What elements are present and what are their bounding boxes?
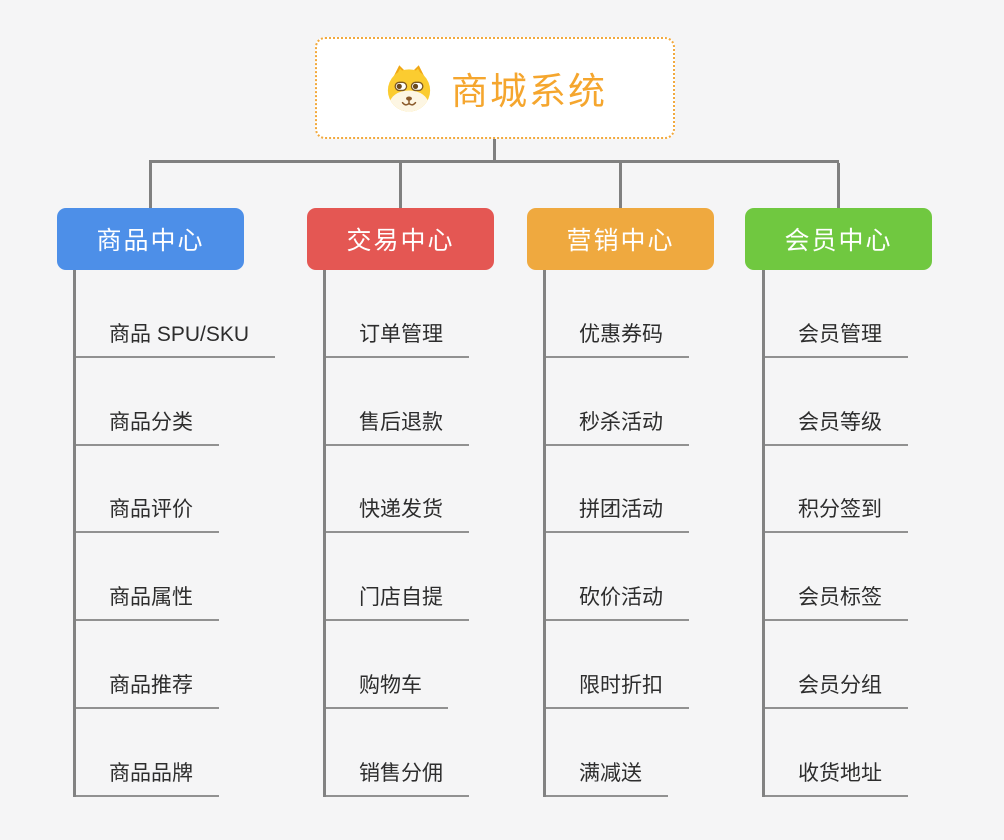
connector-drop-marketing xyxy=(619,163,622,208)
node-member-tag[interactable]: 会员标签 xyxy=(765,533,908,622)
branch-header-product-center[interactable]: 商品中心 xyxy=(57,208,244,270)
root-title: 商城系统 xyxy=(451,71,607,112)
node-product-review[interactable]: 商品评价 xyxy=(76,446,219,534)
connector-drop-trade xyxy=(399,163,402,208)
root-node-mall-system[interactable]: 商城系统 xyxy=(315,37,675,139)
branch-column-trade: 订单管理 售后退款 快递发货 门店自提 购物车 销售分佣 xyxy=(323,270,469,797)
node-member-group[interactable]: 会员分组 xyxy=(765,621,908,710)
node-group-buy[interactable]: 拼团活动 xyxy=(546,446,689,534)
node-sales-commission[interactable]: 销售分佣 xyxy=(326,709,469,797)
node-aftersale-refund[interactable]: 售后退款 xyxy=(326,358,469,446)
node-member-level[interactable]: 会员等级 xyxy=(765,358,908,446)
node-product-spu-sku[interactable]: 商品 SPU/SKU xyxy=(76,270,276,358)
node-product-attribute[interactable]: 商品属性 xyxy=(76,533,219,622)
branch-column-product: 商品 SPU/SKU 商品分类 商品评价 商品属性 商品推荐 商品品牌 xyxy=(73,270,276,797)
node-product-category[interactable]: 商品分类 xyxy=(76,358,219,446)
node-shopping-cart[interactable]: 购物车 xyxy=(326,621,448,710)
node-store-pickup[interactable]: 门店自提 xyxy=(326,533,469,622)
doge-icon xyxy=(387,65,431,112)
node-member-management[interactable]: 会员管理 xyxy=(765,270,908,358)
node-shipping-address[interactable]: 收货地址 xyxy=(765,709,908,797)
node-coupon-code[interactable]: 优惠券码 xyxy=(546,270,689,358)
node-points-checkin[interactable]: 积分签到 xyxy=(765,446,908,534)
branch-header-marketing-center[interactable]: 营销中心 xyxy=(527,208,714,270)
connector-root-stem xyxy=(493,139,496,163)
node-express-delivery[interactable]: 快递发货 xyxy=(326,446,469,534)
branch-header-trade-center[interactable]: 交易中心 xyxy=(307,208,494,270)
node-flash-sale[interactable]: 秒杀活动 xyxy=(546,358,689,446)
node-full-reduction[interactable]: 满减送 xyxy=(546,709,668,797)
node-limited-discount[interactable]: 限时折扣 xyxy=(546,621,689,710)
connector-horizontal xyxy=(149,160,839,163)
node-product-recommend[interactable]: 商品推荐 xyxy=(76,621,219,710)
branch-header-member-center[interactable]: 会员中心 xyxy=(745,208,932,270)
connector-drop-product xyxy=(149,163,152,208)
branch-column-member: 会员管理 会员等级 积分签到 会员标签 会员分组 收货地址 xyxy=(762,270,908,797)
node-order-management[interactable]: 订单管理 xyxy=(326,270,469,358)
branch-column-marketing: 优惠券码 秒杀活动 拼团活动 砍价活动 限时折扣 满减送 xyxy=(543,270,689,797)
node-product-brand[interactable]: 商品品牌 xyxy=(76,709,219,797)
connector-drop-member xyxy=(837,163,840,208)
node-bargain-activity[interactable]: 砍价活动 xyxy=(546,533,689,622)
